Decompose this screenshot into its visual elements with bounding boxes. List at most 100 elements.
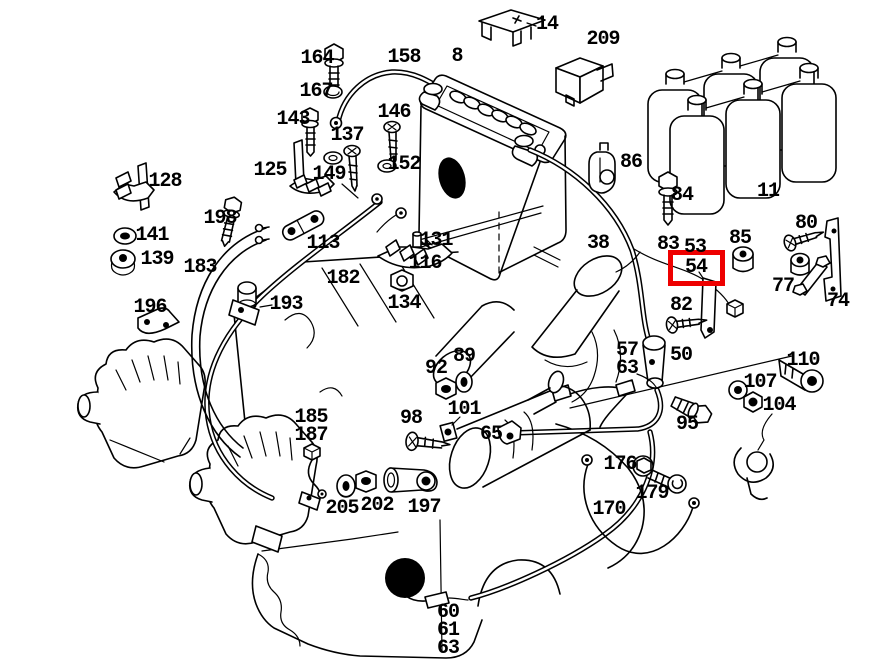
part-label-131[interactable]: 131	[419, 229, 453, 252]
part-label-134[interactable]: 134	[387, 292, 421, 315]
part-label-185[interactable]: 185	[294, 406, 328, 429]
starter-illustration	[439, 370, 591, 489]
part-label-193[interactable]: 193	[269, 293, 303, 316]
part-label-183[interactable]: 183	[183, 256, 217, 279]
bushing-77	[790, 252, 810, 276]
part-label-74[interactable]: 74	[826, 290, 850, 313]
screw-137	[343, 144, 361, 192]
part-label-11[interactable]: 11	[756, 180, 780, 203]
cable-38	[509, 147, 666, 436]
context-line	[615, 251, 641, 273]
part-label-77[interactable]: 77	[771, 275, 795, 298]
part-label-128[interactable]: 128	[148, 170, 182, 193]
bolt-164	[324, 43, 344, 98]
part-label-38[interactable]: 38	[586, 232, 610, 255]
plate-113	[281, 210, 325, 241]
cable-182	[204, 193, 407, 501]
part-label-110[interactable]: 110	[786, 349, 820, 372]
part-label-54-highlighted[interactable]: 54	[684, 256, 708, 279]
part-label-83[interactable]: 83	[656, 233, 680, 256]
part-label-179[interactable]: 179	[635, 482, 669, 505]
part-label-198[interactable]: 198	[203, 207, 237, 230]
grommet-205	[336, 474, 356, 498]
part-label-95[interactable]: 95	[675, 413, 699, 436]
part-label-92[interactable]: 92	[424, 357, 448, 380]
washer-89	[455, 371, 473, 393]
part-label-60[interactable]: 60	[436, 601, 460, 624]
alternator-upper-illustration	[76, 338, 206, 469]
nut-104	[743, 391, 763, 413]
part-label-182[interactable]: 182	[326, 267, 360, 290]
washer-179	[667, 474, 687, 494]
part-label-8[interactable]: 8	[451, 45, 463, 68]
part-label-176[interactable]: 176	[603, 453, 637, 476]
battery-cover-illustration	[478, 9, 546, 47]
part-label-98[interactable]: 98	[399, 407, 423, 430]
part-label-158[interactable]: 158	[387, 46, 421, 69]
part-label-82[interactable]: 82	[669, 294, 693, 317]
part-label-197[interactable]: 197	[407, 496, 441, 519]
bolt-110	[778, 359, 824, 393]
bracket-196	[137, 307, 180, 335]
part-label-85[interactable]: 85	[728, 227, 752, 250]
washer-152	[377, 159, 397, 173]
part-label-139[interactable]: 139	[140, 248, 174, 271]
part-label-57[interactable]: 57	[615, 339, 639, 362]
part-label-61[interactable]: 61	[436, 619, 460, 642]
screw-146	[383, 120, 401, 165]
part-label-143[interactable]: 143	[276, 108, 310, 131]
bracket-116	[377, 239, 453, 269]
part-label-149[interactable]: 149	[312, 163, 346, 186]
part-label-14[interactable]: 14	[535, 13, 559, 36]
part-label-187[interactable]: 187	[294, 424, 328, 447]
grommet-139	[110, 249, 136, 276]
connector-185-187	[298, 443, 327, 511]
part-label-167[interactable]: 167	[299, 80, 333, 103]
grommet-193	[228, 281, 273, 326]
part-label-50[interactable]: 50	[669, 344, 693, 367]
part-label-63[interactable]: 63	[436, 637, 460, 660]
part-label-116[interactable]: 116	[408, 252, 442, 275]
washer-167	[323, 85, 343, 99]
alternator-lower-illustration	[188, 414, 318, 553]
washer-149	[323, 151, 359, 199]
bracket-74	[792, 217, 842, 302]
bracket-125	[289, 139, 335, 197]
part-label-141[interactable]: 141	[135, 224, 169, 247]
part-label-164[interactable]: 164	[300, 47, 334, 70]
part-label-137[interactable]: 137	[330, 124, 364, 147]
part-label-104[interactable]: 104	[762, 394, 796, 417]
bolt-143	[301, 107, 319, 157]
part-label-146[interactable]: 146	[377, 101, 411, 124]
part-label-53[interactable]: 53	[683, 236, 707, 259]
part-label-65[interactable]: 65	[479, 423, 503, 446]
part-label-170[interactable]: 170	[592, 498, 626, 521]
part-label-113[interactable]: 113	[306, 232, 340, 255]
screw-80	[783, 231, 825, 252]
part-label-84[interactable]: 84	[670, 184, 694, 207]
bolt-84	[658, 171, 678, 226]
part-label-205[interactable]: 205	[325, 497, 359, 520]
washer-141	[113, 227, 137, 245]
screw-98	[405, 431, 451, 452]
part-label-152[interactable]: 152	[387, 153, 421, 176]
part-label-202[interactable]: 202	[360, 494, 394, 517]
part-label-196[interactable]: 196	[133, 296, 167, 319]
bushing-85	[732, 246, 754, 273]
elbow-197	[383, 467, 438, 493]
cable-183	[190, 223, 270, 458]
part-label-89[interactable]: 89	[452, 345, 476, 368]
part-label-86[interactable]: 86	[619, 151, 643, 174]
bolt-95	[670, 396, 713, 424]
part-label-80[interactable]: 80	[794, 212, 818, 235]
part-label-101[interactable]: 101	[447, 398, 481, 421]
part-label-107[interactable]: 107	[743, 371, 777, 394]
pin-131	[412, 231, 433, 249]
part-label-209[interactable]: 209	[586, 28, 620, 51]
nut-134	[390, 269, 414, 292]
part-label-125[interactable]: 125	[253, 159, 287, 182]
part-label-63[interactable]: 63	[615, 357, 639, 380]
